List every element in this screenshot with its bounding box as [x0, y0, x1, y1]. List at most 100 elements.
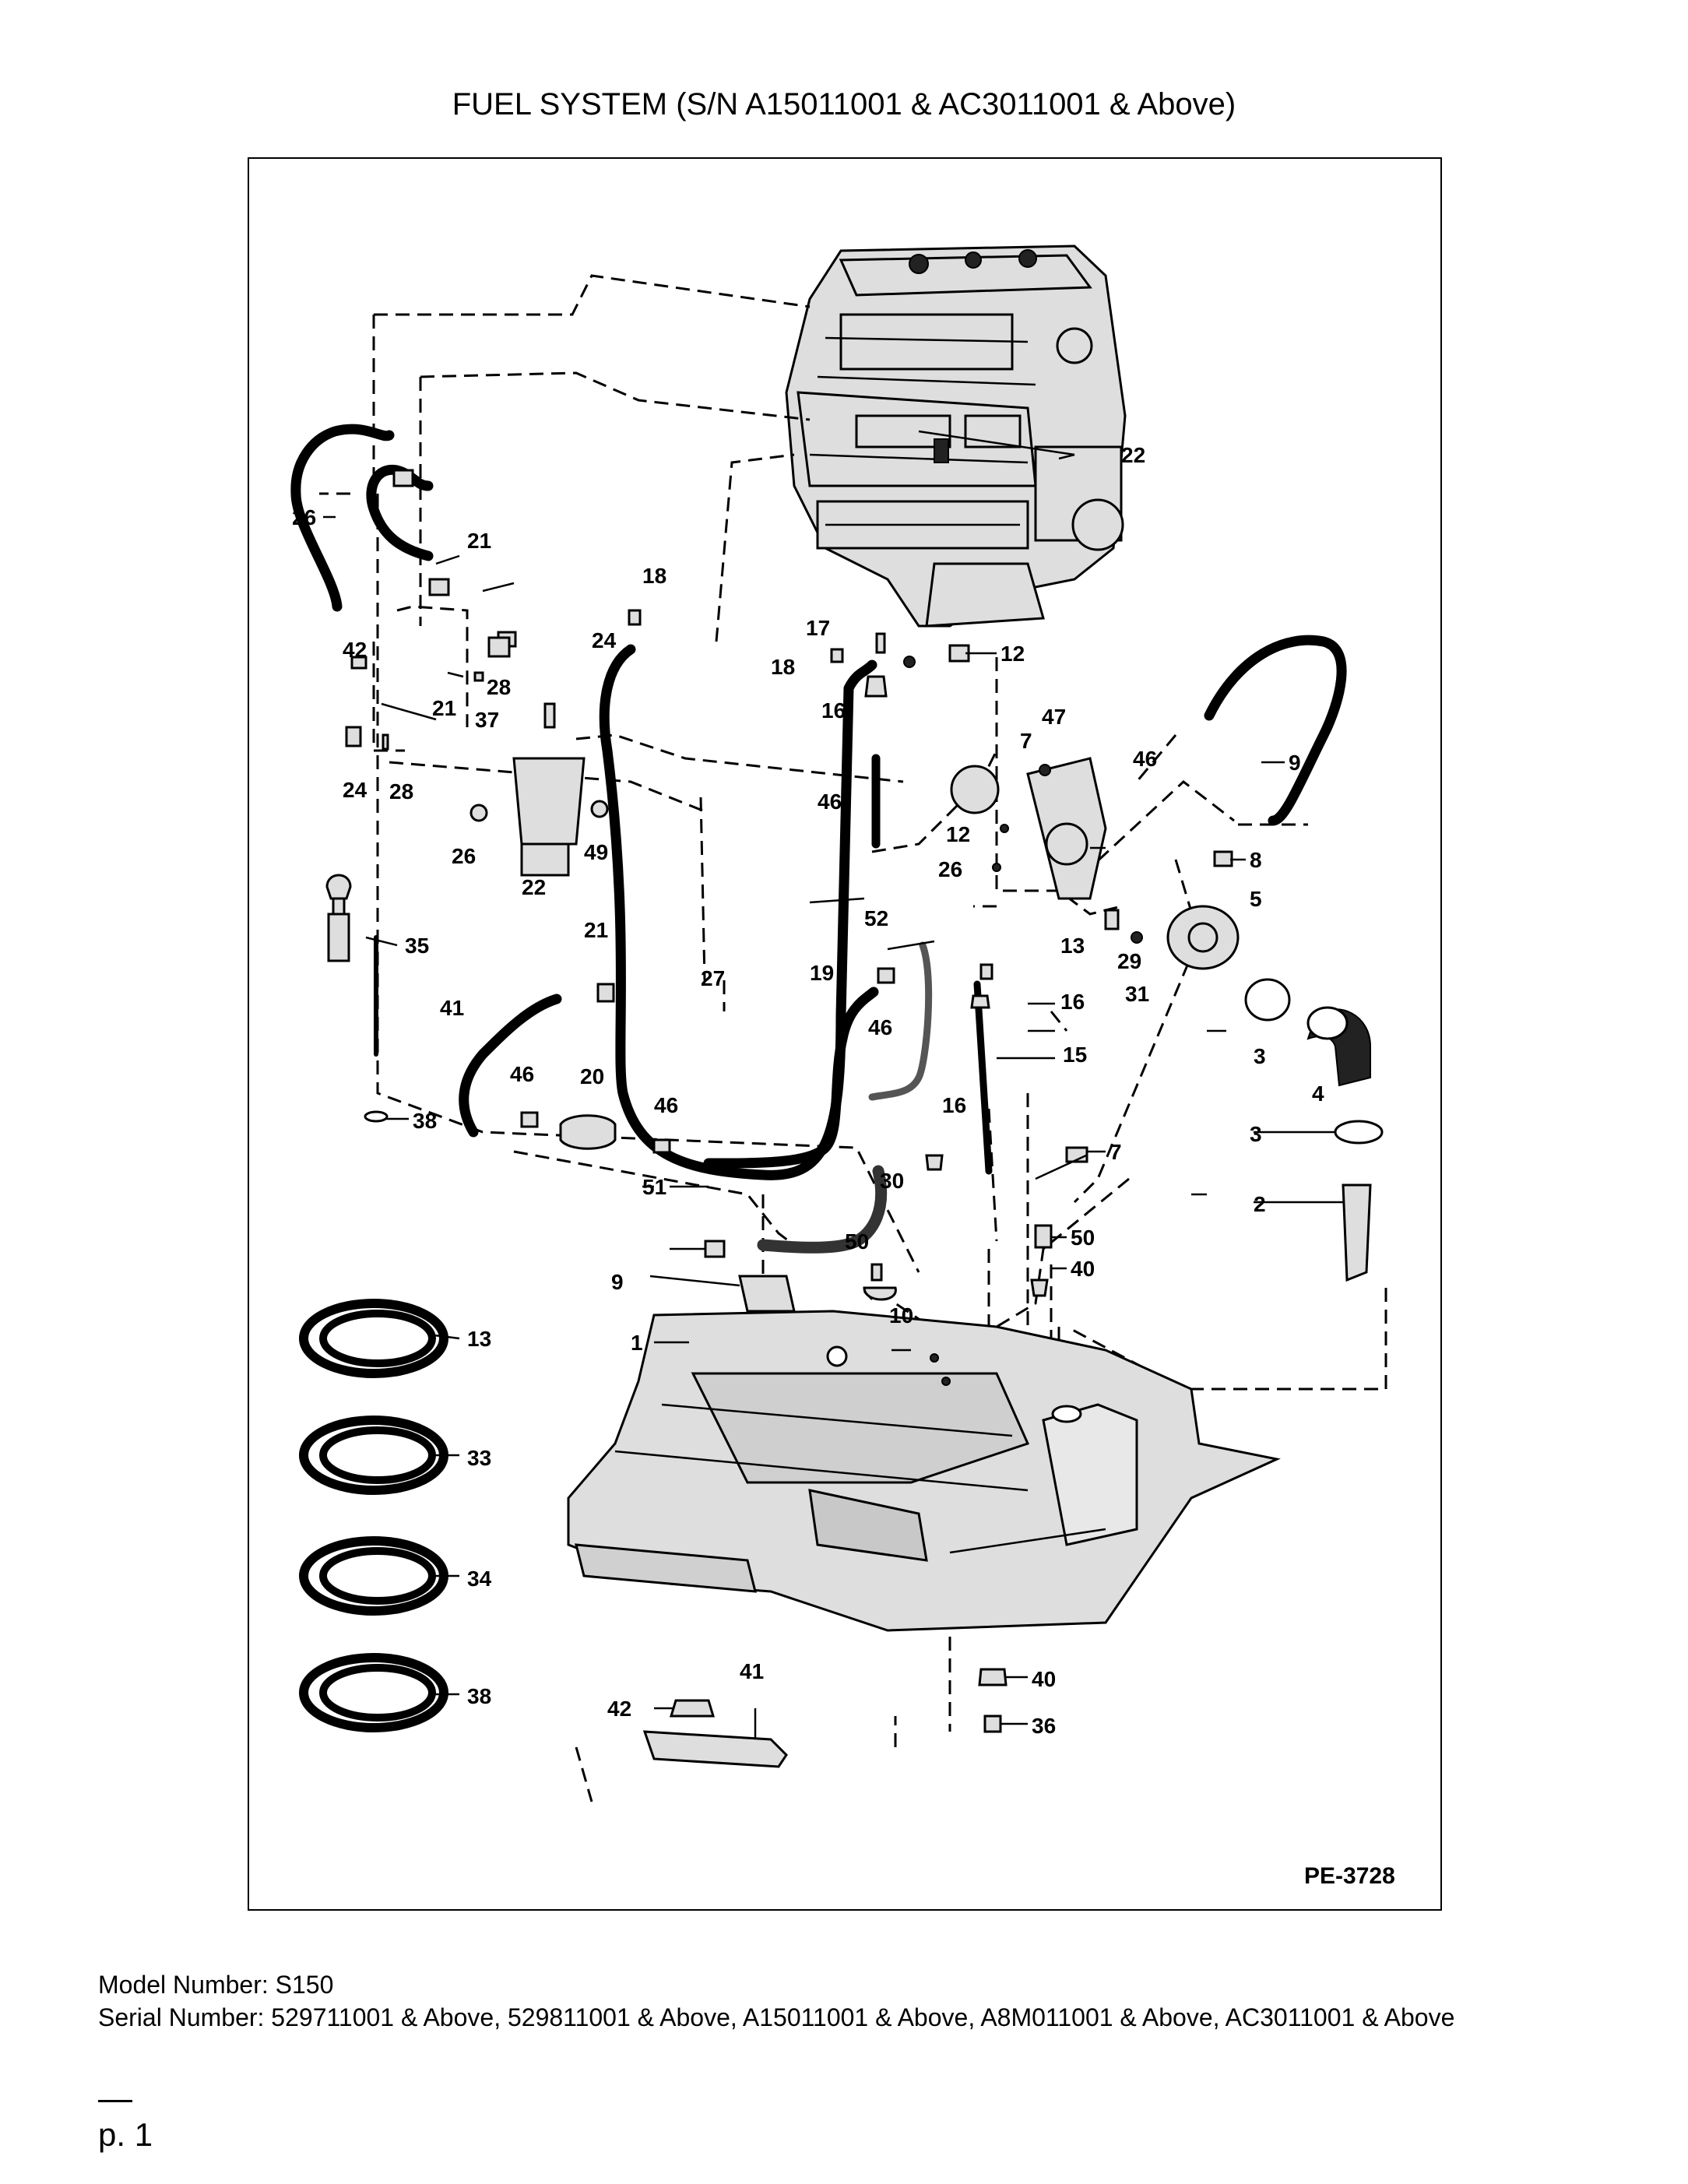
- callout: 46: [818, 790, 842, 814]
- fuel-cap-6: [950, 765, 1000, 814]
- callout: 42: [343, 638, 367, 662]
- fuel-pump-20: [559, 1114, 617, 1150]
- leader-lines: [323, 430, 1343, 1739]
- callout: 28: [487, 675, 511, 699]
- diagram-frame: 26 22 21 18 17 18 12 42 24 28 21 37 16 4…: [248, 157, 1442, 1911]
- callout: 21: [584, 918, 608, 942]
- callout: 2: [1254, 1192, 1266, 1216]
- page-number: p. 1: [98, 2116, 153, 2153]
- callout: 30: [880, 1169, 904, 1193]
- callout: 7: [1110, 1140, 1122, 1164]
- clamp-21a: [392, 469, 414, 487]
- elbow-24b: [345, 726, 362, 747]
- fuel-sender-32: [325, 874, 352, 900]
- hoses: [290, 424, 1347, 1254]
- callout: 4: [1312, 1081, 1324, 1106]
- callout: 49: [584, 840, 608, 864]
- callout: 18: [771, 655, 795, 679]
- strap-41: [642, 1730, 788, 1768]
- callout: 17: [806, 616, 830, 640]
- callout: 13: [467, 1327, 491, 1351]
- tube-52: [868, 941, 933, 1101]
- callout: 9: [611, 1270, 624, 1294]
- serial-number: Serial Number: 529711001 & Above, 529811…: [98, 2003, 1455, 2031]
- callout: 40: [1032, 1667, 1056, 1691]
- callout: 3: [1250, 1122, 1262, 1146]
- callout: 31: [1125, 982, 1149, 1006]
- filler-tube-2: [1342, 1183, 1372, 1282]
- bolt-42: [669, 1699, 716, 1718]
- small-parts: [325, 469, 1384, 1768]
- callout-labels: 26 22 21 18 17 18 12 42 24 28 21 37 16 4…: [292, 443, 1395, 1889]
- callout: 28: [389, 779, 413, 804]
- callout: 35: [405, 934, 429, 958]
- callout: 18: [642, 564, 666, 588]
- callout: 1: [631, 1331, 643, 1355]
- pad-9: [738, 1275, 796, 1313]
- callout: 12: [946, 822, 970, 846]
- callout: 26: [292, 505, 316, 529]
- callout: 29: [1117, 949, 1141, 973]
- callout: 41: [440, 996, 464, 1020]
- elbow-49: [1034, 1224, 1053, 1249]
- callout: 46: [1133, 747, 1157, 771]
- callout: 21: [467, 529, 491, 553]
- hose-25: [290, 424, 395, 612]
- callout: 24: [592, 628, 617, 652]
- callout: 22: [522, 875, 546, 899]
- elbow-24a: [487, 636, 511, 658]
- callout: 34: [467, 1567, 492, 1591]
- callout: 38: [413, 1109, 437, 1133]
- callout: 8: [1250, 848, 1262, 872]
- hose-39: [459, 994, 562, 1138]
- callout: 47: [1042, 705, 1066, 729]
- callout: 13: [1060, 934, 1085, 958]
- coiled-hoses: [299, 1299, 448, 1732]
- callout: 50: [1071, 1226, 1095, 1250]
- diagram-code: PE-3728: [1304, 1863, 1395, 1889]
- coil-34: [299, 1536, 448, 1616]
- callout: 24: [343, 778, 367, 802]
- callout: 46: [868, 1015, 892, 1039]
- fuel-tank-illustration: [567, 1310, 1281, 1632]
- callout: 38: [467, 1684, 491, 1708]
- callout: 12: [1000, 642, 1025, 666]
- callout: 16: [1060, 990, 1085, 1014]
- callout: 46: [654, 1093, 678, 1117]
- callout: 27: [701, 966, 725, 990]
- callout: 52: [864, 906, 888, 930]
- clamp-51: [704, 1240, 726, 1258]
- callout: 26: [452, 844, 476, 868]
- model-number: Model Number: S150: [98, 1971, 334, 1999]
- callout: 7: [1020, 729, 1032, 753]
- coil-13: [299, 1299, 448, 1378]
- callout: 41: [740, 1659, 764, 1683]
- callout: 26: [938, 857, 962, 881]
- callout: 36: [1032, 1714, 1056, 1738]
- coil-38: [299, 1653, 448, 1732]
- callout: 3: [1254, 1044, 1266, 1068]
- clamp-7a: [1213, 850, 1233, 867]
- callout: 22: [1121, 443, 1145, 467]
- engine-illustration: [785, 244, 1127, 628]
- hose-50: [757, 1165, 888, 1254]
- callout: 16: [821, 698, 846, 723]
- callout: 37: [475, 708, 499, 732]
- callout: 19: [810, 961, 834, 985]
- tube-15: [973, 980, 993, 1175]
- callout: 50: [845, 1229, 869, 1254]
- page-title: FUEL SYSTEM (S/N A15011001 & AC3011001 &…: [452, 87, 1236, 121]
- callout: 46: [510, 1062, 534, 1086]
- callout: 5: [1250, 887, 1262, 911]
- callout: 21: [432, 696, 456, 720]
- callout: 42: [607, 1697, 631, 1721]
- hose-8: [1204, 635, 1347, 826]
- callout: 20: [580, 1064, 604, 1088]
- clamp-3a: [1244, 978, 1291, 1022]
- callout: 10: [889, 1303, 913, 1328]
- coil-33: [299, 1416, 448, 1495]
- footer-divider: [98, 2100, 132, 2102]
- callout: 40: [1071, 1257, 1095, 1281]
- fuel-system-diagram: 26 22 21 18 17 18 12 42 24 28 21 37 16 4…: [290, 244, 1395, 1889]
- callout: 51: [642, 1175, 666, 1199]
